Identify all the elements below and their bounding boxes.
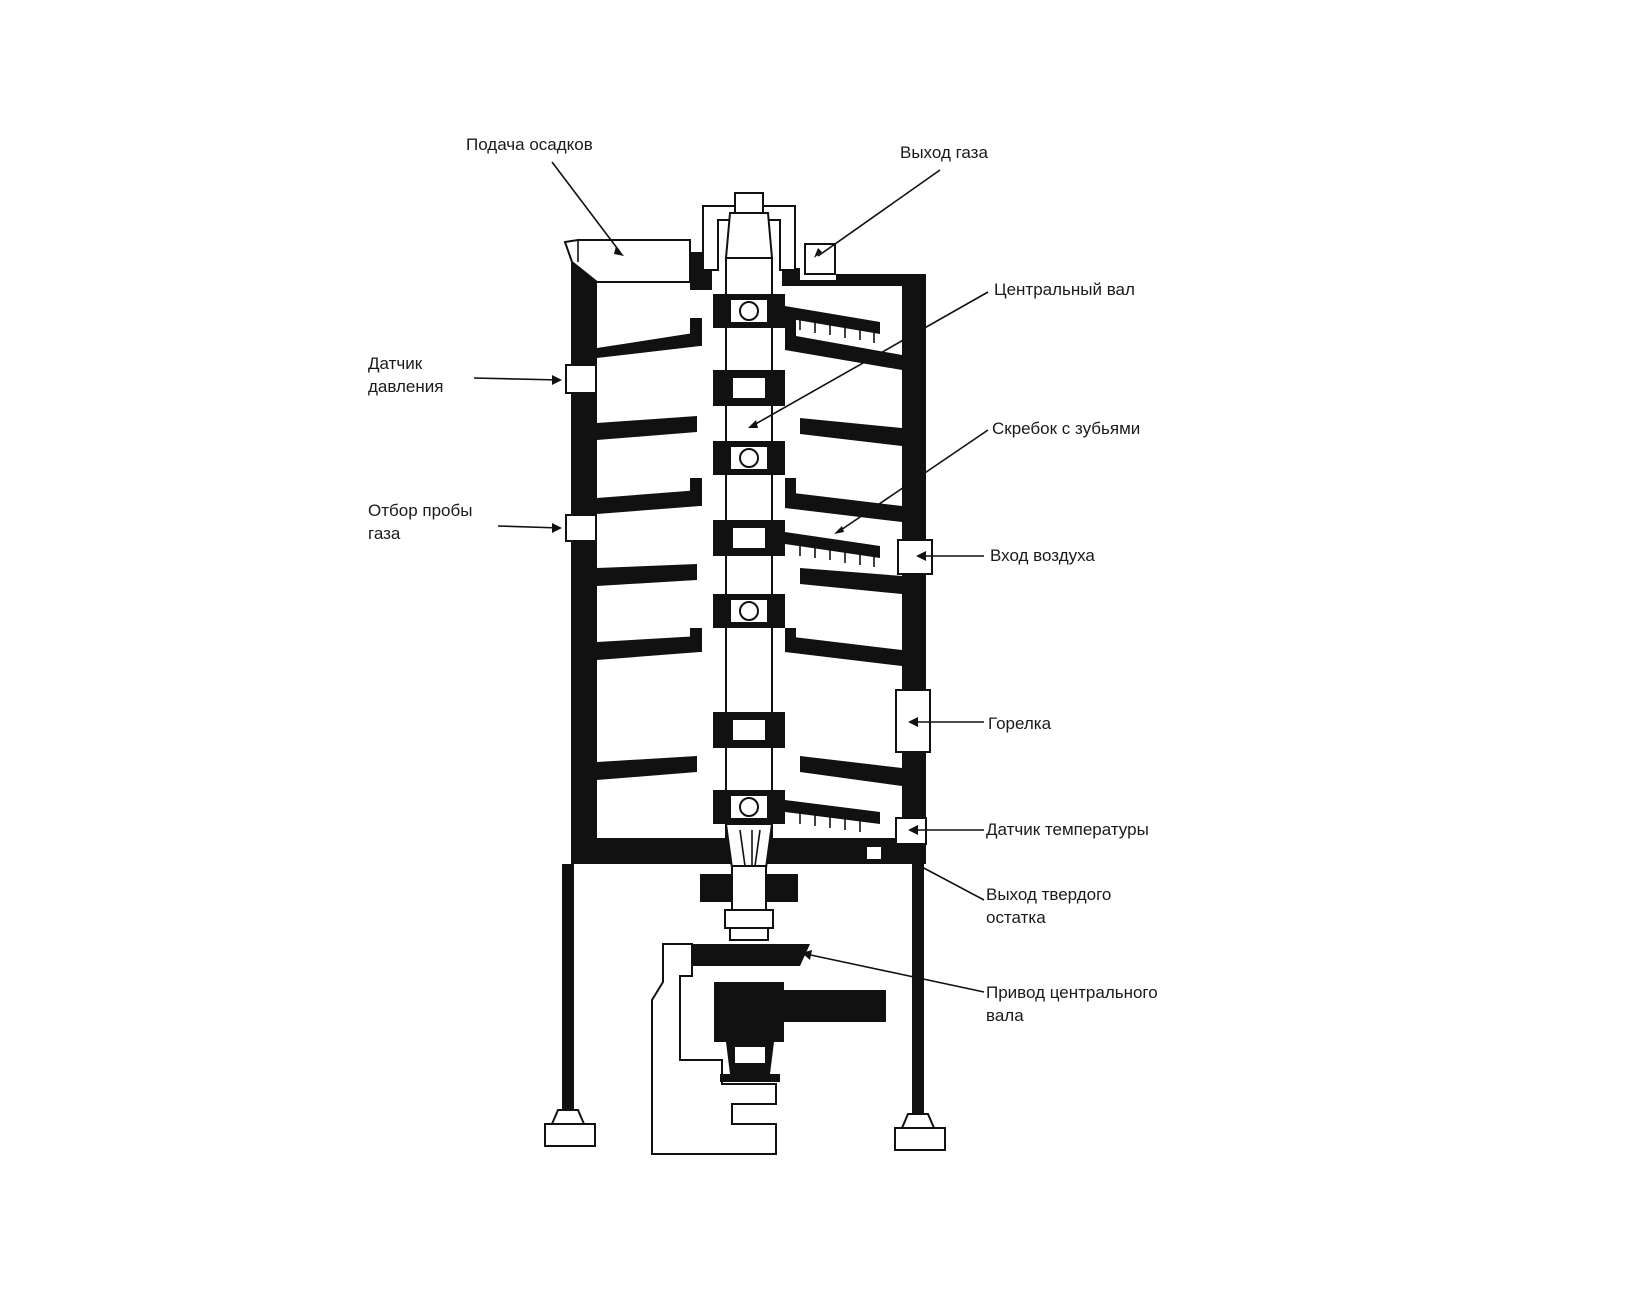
- support-legs: [544, 864, 946, 1151]
- gas-sampling-port: [565, 514, 597, 542]
- sludge-feed-chute: [563, 239, 691, 283]
- label-gas-outlet: Выход газа: [900, 143, 988, 162]
- shaft-drive: [651, 865, 886, 1155]
- scraper-arm-3: [785, 800, 880, 832]
- central-shaft: [713, 257, 785, 869]
- shaft-coupling-3: [713, 712, 785, 748]
- labels: Подача осадков Выход газа Центральный ва…: [368, 135, 1158, 1025]
- leader-lines: [473, 161, 989, 993]
- shaft-bearing-3: [713, 594, 785, 628]
- scraper-arm-2: [785, 532, 880, 567]
- shaft-coupling-2: [713, 520, 785, 556]
- label-solid-residue-line1: Выход твердого: [986, 885, 1111, 904]
- shaft-bearing-4: [713, 790, 785, 824]
- label-shaft-drive-line1: Привод центрального: [986, 983, 1158, 1002]
- shaft-bearing-1: [713, 294, 785, 328]
- label-burner: Горелка: [988, 714, 1052, 733]
- label-gas-sampling-line1: Отбор пробы: [368, 501, 472, 520]
- label-pressure-sensor-line2: давления: [368, 377, 443, 396]
- hearth-1: [597, 318, 902, 370]
- leader-gas-sampling: [497, 525, 561, 529]
- label-central-shaft: Центральный вал: [994, 280, 1135, 299]
- leader-gas-outlet: [817, 169, 941, 257]
- shaft-bearing-2: [713, 441, 785, 475]
- scraper-arm-1: [785, 306, 880, 343]
- leader-scraper: [837, 429, 989, 533]
- label-pressure-sensor-line1: Датчик: [368, 354, 423, 373]
- pressure-sensor-port: [565, 364, 597, 394]
- solid-residue-outlet: [865, 845, 883, 861]
- leader-central-shaft: [751, 291, 989, 427]
- label-shaft-drive-line2: вала: [986, 1006, 1024, 1025]
- hearth-6: [597, 756, 902, 786]
- hearth-2: [597, 416, 902, 446]
- label-temperature-sensor: Датчик температуры: [986, 820, 1149, 839]
- hearth-3: [597, 478, 902, 522]
- gas-outlet-nozzle: [804, 243, 836, 275]
- air-inlet-port: [897, 539, 933, 575]
- hearth-5: [597, 628, 902, 666]
- label-solid-residue-line2: остатка: [986, 908, 1046, 927]
- leader-sludge-feed: [551, 161, 621, 253]
- label-toothed-scraper: Скребок с зубьями: [992, 419, 1140, 438]
- leader-shaft-drive: [805, 953, 985, 993]
- label-sludge-feed: Подача осадков: [466, 135, 593, 154]
- leader-solid-residue-outlet: [919, 865, 985, 901]
- label-air-inlet: Вход воздуха: [990, 546, 1095, 565]
- leader-pressure-sensor: [473, 377, 561, 381]
- shaft-coupling-1: [713, 370, 785, 406]
- hearth-4: [597, 564, 902, 594]
- top-shaft-housing: [702, 192, 796, 271]
- label-gas-sampling-line2: газа: [368, 524, 401, 543]
